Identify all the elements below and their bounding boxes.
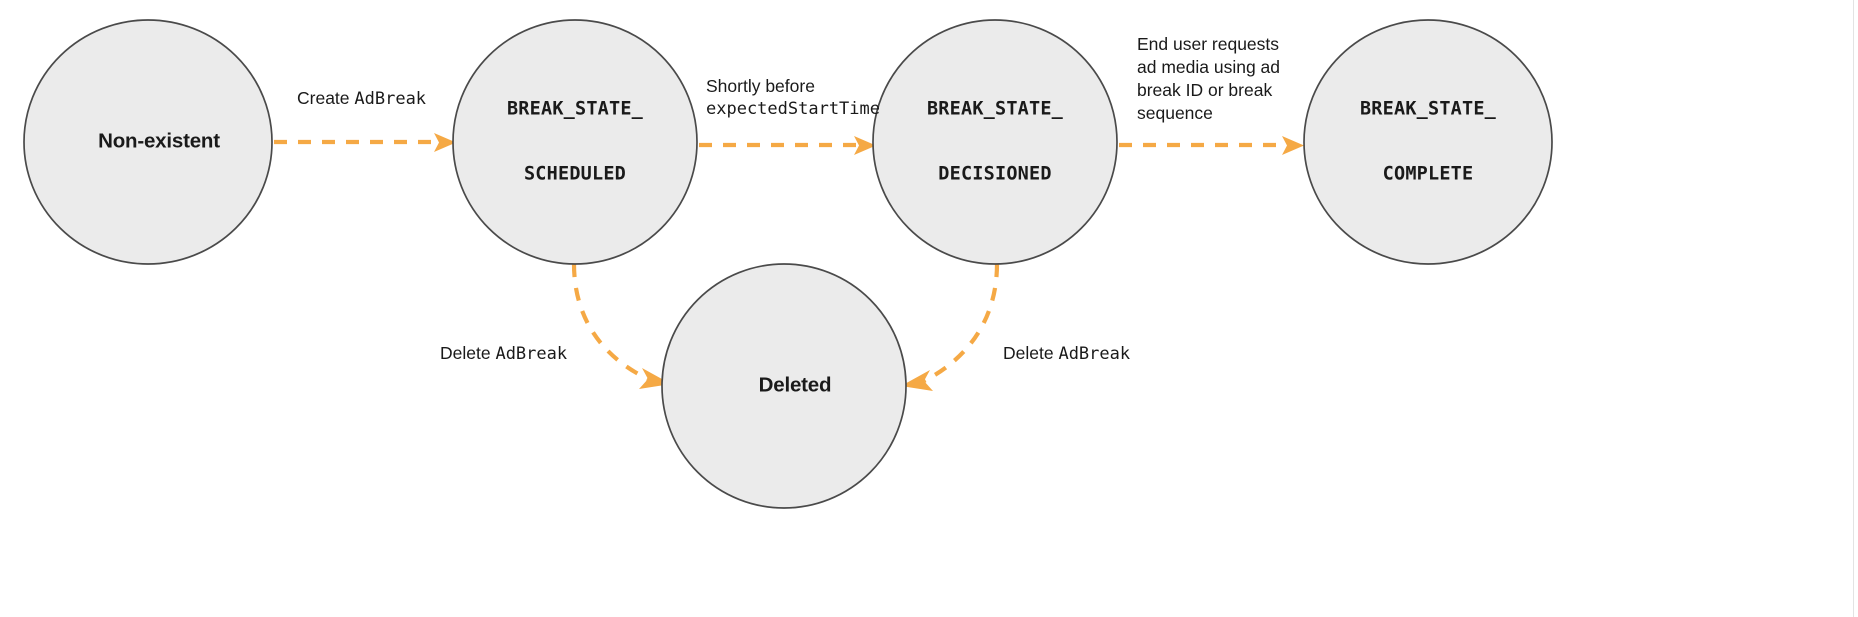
edge-create-adbreak-arrowhead xyxy=(434,133,456,152)
edge-shortly-before-arrowhead xyxy=(854,136,876,155)
node-break-state-complete[interactable] xyxy=(1303,19,1553,265)
edge-delete-from-scheduled xyxy=(571,263,671,389)
edge-create-adbreak xyxy=(274,133,456,152)
edge-end-user-requests-arrowhead xyxy=(1282,136,1304,155)
edge-delete-from-decisioned-line xyxy=(923,263,1000,383)
edge-shortly-before xyxy=(699,136,876,155)
edge-end-user-requests xyxy=(1119,136,1304,155)
canvas-right-edge-rule xyxy=(1853,0,1854,617)
edge-delete-from-decisioned-arrowhead xyxy=(901,370,933,391)
edge-delete-from-decisioned xyxy=(901,263,1000,391)
edge-delete-from-scheduled-line xyxy=(571,263,649,381)
node-deleted[interactable] xyxy=(661,263,907,509)
node-break-state-scheduled[interactable] xyxy=(452,19,698,265)
node-non-existent[interactable] xyxy=(23,19,273,265)
node-break-state-decisioned[interactable] xyxy=(872,19,1118,265)
